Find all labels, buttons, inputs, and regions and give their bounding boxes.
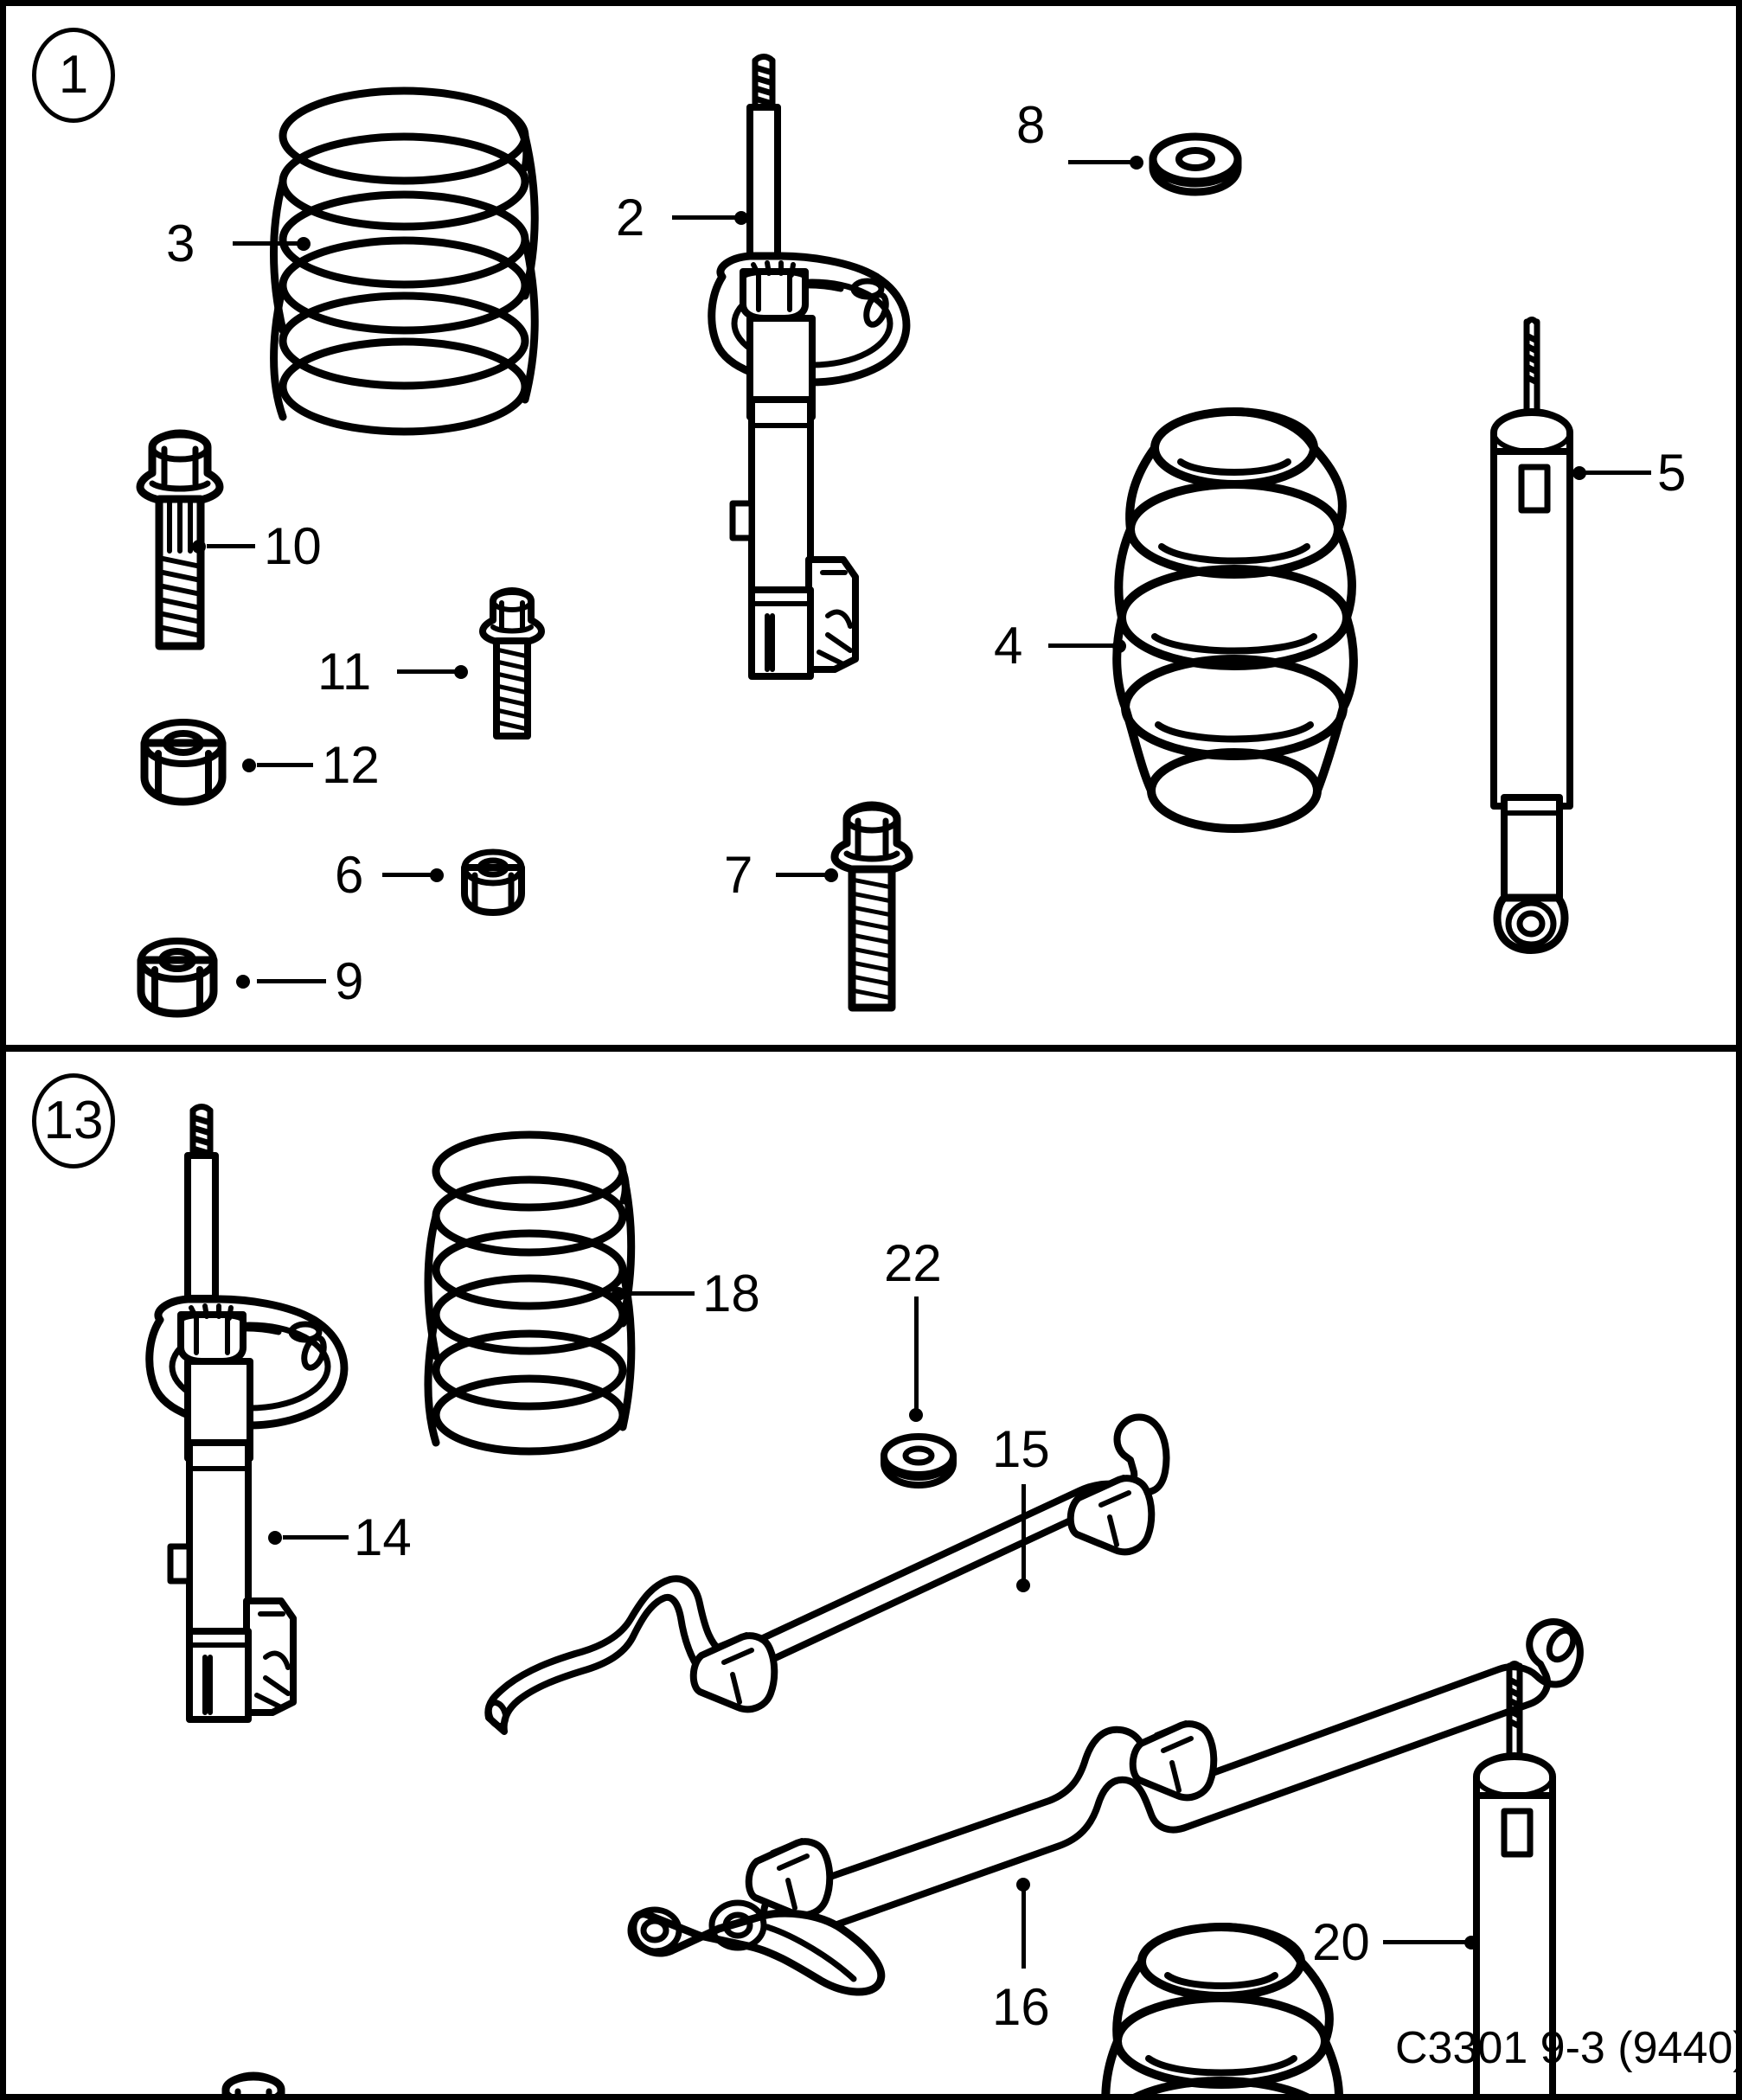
hex-nut-6-art [458, 847, 528, 919]
callout-4-leader [1048, 643, 1119, 648]
callout-2-dot [734, 211, 748, 225]
front-coil-spring-18-art [421, 1130, 637, 1493]
callout-2-leader [672, 215, 741, 220]
callout-11-label: 11 [317, 643, 372, 701]
callout-18-label: 18 [702, 1264, 760, 1322]
flange-bolt-24-art [205, 2071, 300, 2094]
callout-11-leader [397, 669, 459, 674]
callout-10-leader [207, 544, 255, 548]
diagram-caption: C3301 9-3 (9440) [1395, 2023, 1736, 2073]
callout-7-leader [776, 873, 829, 877]
callout-22-dot [909, 1408, 923, 1422]
flange-bolt-11-art [477, 587, 547, 747]
rear-suspension-panel: 13 [6, 1052, 1736, 2094]
hex-nut-9-art [134, 936, 221, 1022]
callout-12-leader [257, 763, 313, 767]
callout-20-dot [1464, 1936, 1478, 1950]
panel-badge-13-label: 13 [43, 1091, 104, 1150]
callout-10-dot [192, 540, 206, 554]
callout-12-dot [242, 759, 256, 772]
callout-8-leader [1068, 160, 1136, 164]
callout-9-leader [257, 979, 326, 983]
front-strut-assembly-14-art [136, 1104, 413, 1752]
callout-5-label: 5 [1657, 444, 1687, 502]
panel-badge-1-label: 1 [58, 45, 89, 105]
callout-18-dot [612, 1287, 625, 1301]
flange-bolt-10-art [131, 429, 227, 663]
callout-6-dot [430, 868, 444, 882]
panel-badge-13: 13 [32, 1073, 115, 1168]
callout-14-label: 14 [354, 1508, 412, 1566]
callout-4-label: 4 [994, 617, 1023, 675]
front-suspension-panel: 1 3 [6, 6, 1736, 1045]
callout-20-leader [1383, 1940, 1470, 1944]
washer-22-art [880, 1432, 957, 1491]
callout-4-dot [1112, 639, 1126, 653]
callout-3-dot [297, 237, 311, 251]
callout-20-label: 20 [1312, 1913, 1370, 1971]
callout-5-dot [1572, 466, 1586, 480]
washer-8-art [1148, 131, 1243, 201]
front-strut-assembly-2-art [698, 54, 992, 711]
callout-15-dot [1016, 1578, 1030, 1592]
callout-2-label: 2 [616, 189, 645, 246]
rear-shock-absorber-5-art [1476, 313, 1589, 970]
callout-16-leader [1022, 1886, 1026, 1969]
callout-12-label: 12 [322, 736, 380, 794]
flange-bolt-7-art [828, 801, 914, 1018]
callout-14-dot [268, 1531, 282, 1545]
callout-5-leader [1585, 471, 1651, 475]
rear-shock-absorber-20-art [1459, 1657, 1572, 2094]
panel-divider [6, 1045, 1736, 1052]
callout-16-label: 16 [992, 1978, 1050, 2036]
hex-nut-12-art [136, 717, 231, 812]
callout-8-dot [1130, 156, 1143, 170]
callout-15-label: 15 [992, 1420, 1050, 1478]
callout-15-leader [1022, 1484, 1026, 1585]
rear-anti-roll-bar-16-art [627, 1484, 1710, 1996]
rear-coil-spring-4-art [1105, 400, 1364, 849]
callout-3-leader [233, 241, 304, 246]
callout-10-label: 10 [264, 517, 322, 575]
callout-18-leader [627, 1291, 695, 1296]
callout-7-dot [824, 868, 838, 882]
rear-coil-spring-19-art [1092, 1917, 1351, 2094]
front-coil-spring-3-art [266, 86, 542, 460]
callout-6-label: 6 [335, 846, 364, 904]
callout-6-leader [382, 873, 432, 877]
callout-22-leader [914, 1296, 919, 1414]
callout-3-label: 3 [166, 214, 195, 272]
callout-22-label: 22 [884, 1234, 942, 1292]
panel-badge-1: 1 [32, 28, 115, 123]
callout-7-label: 7 [724, 846, 753, 904]
callout-9-label: 9 [335, 952, 364, 1010]
callout-16-dot [1016, 1878, 1030, 1892]
front-anti-roll-bar-15-art [473, 1380, 1459, 1744]
callout-14-leader [283, 1535, 349, 1540]
callout-9-dot [236, 975, 250, 989]
callout-11-dot [454, 665, 468, 679]
callout-8-label: 8 [1016, 96, 1046, 154]
